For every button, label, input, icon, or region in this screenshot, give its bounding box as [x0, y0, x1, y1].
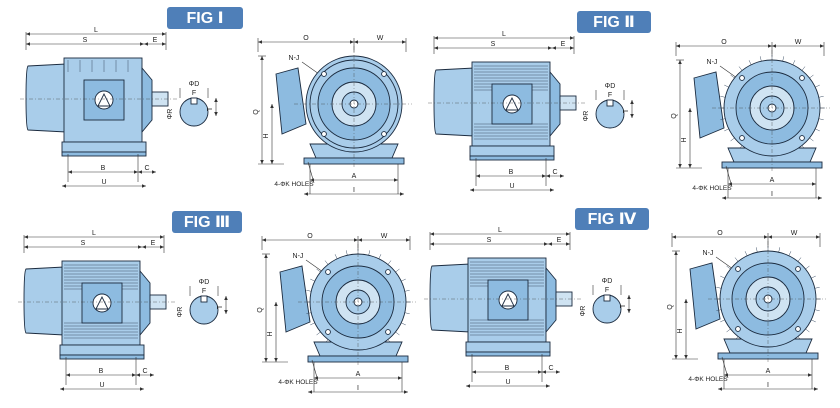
- fig3-dim-I: I: [357, 385, 359, 392]
- fig1-dim-NJ: N-J: [289, 55, 300, 62]
- fig3-holes-label: 4-ΦK HOLES: [278, 379, 318, 386]
- fig4-holes-label: 4-ΦK HOLES: [688, 376, 728, 383]
- fig4-dim-C: C: [548, 365, 553, 372]
- fig3-title-badge: FIG Ⅲ: [172, 211, 242, 233]
- fig1-dim-T: T: [207, 106, 214, 111]
- fig4-side-view: LS E B C U: [424, 227, 582, 388]
- fig1-title-badge: FIG Ⅰ: [167, 7, 243, 29]
- fig4-dim-E: E: [557, 237, 562, 244]
- fig2-dim-W: W: [795, 39, 802, 46]
- fig1-dim-H: H: [263, 133, 270, 138]
- fig3-dim-D: ΦD: [199, 279, 210, 286]
- fig3-dim-F: F: [202, 288, 206, 295]
- fig3-dim-C: C: [142, 368, 147, 375]
- fig2-dim-U: U: [509, 183, 514, 190]
- fig2-dim-D: ΦD: [605, 83, 616, 90]
- fig2-side-view: LS E B C U: [428, 31, 586, 192]
- fig4-dim-U: U: [505, 379, 510, 386]
- fig4-dim-B: B: [505, 365, 510, 372]
- fig4-dim-NJ: N-J: [703, 250, 714, 257]
- fig1-dim-D: ΦD: [189, 81, 200, 88]
- fig2-holes-label: 4-ΦK HOLES: [692, 185, 732, 192]
- fig2-dim-S: S: [491, 41, 496, 48]
- fig4-dim-F: F: [605, 287, 609, 294]
- fig4-title-badge: FIG Ⅳ: [575, 208, 649, 230]
- fig2-dim-H: H: [681, 137, 688, 142]
- fig2-dim-NJ: N-J: [707, 59, 718, 66]
- fig3-dim-L: L: [92, 230, 96, 237]
- fig3-dim-H: H: [267, 331, 274, 336]
- fig1-side-view: LS E B C U: [20, 27, 178, 188]
- fig1-dim-L: L: [94, 27, 98, 34]
- fig1-title: FIG Ⅰ: [186, 10, 223, 27]
- fig4-dim-W: W: [791, 230, 798, 237]
- fig2-front-view: O W N-J Q H AI 4-ΦK HOLES: [671, 39, 830, 200]
- fig4-dim-Q: Q: [667, 304, 674, 310]
- fig2-dim-E: E: [561, 41, 566, 48]
- fig1-holes-label: 4-ΦK HOLES: [274, 181, 314, 188]
- fig3-dim-B: B: [99, 368, 104, 375]
- fig2-dim-L: L: [502, 31, 506, 38]
- fig1-dim-S: S: [83, 37, 88, 44]
- fig4-dim-L: L: [498, 227, 502, 234]
- fig3-dim-E: E: [151, 240, 156, 247]
- fig3-front-view: O W N-J Q H AI 4-ΦK HOLES: [257, 233, 416, 394]
- fig3-dim-U: U: [99, 382, 104, 389]
- fig4-dim-D: ΦD: [602, 278, 613, 285]
- fig3-dim-W: W: [381, 233, 388, 240]
- fig3-shaft-detail: ΦD F T ΦR: [177, 279, 228, 325]
- fig3-dim-S: S: [81, 240, 86, 247]
- fig4-front-view: O W N-J Q H AI 4-ΦK HOLES: [667, 230, 826, 391]
- fig4-dim-H: H: [677, 328, 684, 333]
- fig2-dim-T: T: [623, 108, 630, 113]
- fig1-dim-F: F: [192, 90, 196, 97]
- fig1-dim-I: I: [353, 187, 355, 194]
- fig2-dim-A: A: [770, 177, 775, 184]
- fig4-dim-I: I: [767, 382, 769, 389]
- fig2-dim-O: O: [721, 39, 727, 46]
- fig1-dim-R: ΦR: [167, 109, 174, 120]
- fig3-dim-A: A: [356, 371, 361, 378]
- fig1-dim-U: U: [101, 179, 106, 186]
- fig1-front-view: O W N-J Q H AI 4-ΦK HOLES: [253, 35, 412, 196]
- fig4-dim-O: O: [717, 230, 723, 237]
- fig3-dim-R: ΦR: [177, 307, 184, 318]
- fig1-shaft-detail: ΦD F T ΦR: [167, 81, 218, 127]
- fig3-dim-T: T: [217, 304, 224, 309]
- fig2-shaft-detail: ΦD F T ΦR: [583, 83, 634, 129]
- fig2-dim-C: C: [552, 169, 557, 176]
- fig4-dim-A: A: [766, 368, 771, 375]
- fig4-shaft-detail: ΦD F T ΦR: [580, 278, 631, 324]
- fig1-dim-W: W: [377, 35, 384, 42]
- fig1-dim-C: C: [144, 165, 149, 172]
- fig2-dim-I: I: [771, 191, 773, 198]
- fig3-dim-NJ: N-J: [293, 253, 304, 260]
- fig2-dim-F: F: [608, 92, 612, 99]
- fig1-dim-O: O: [303, 35, 309, 42]
- fig3-dim-Q: Q: [257, 307, 264, 313]
- fig3-side-view: LS E B C U: [18, 230, 176, 391]
- fig3-title: FIG Ⅲ: [184, 214, 230, 231]
- fig1-dim-E: E: [153, 37, 158, 44]
- fig4-dim-S: S: [487, 237, 492, 244]
- fig1-dim-B: B: [101, 165, 106, 172]
- fig3-dim-O: O: [307, 233, 313, 240]
- fig2-dim-B: B: [509, 169, 514, 176]
- fig4-dim-R: ΦR: [580, 306, 587, 317]
- fig2-dim-R: ΦR: [583, 111, 590, 122]
- fig1-dim-A: A: [352, 173, 357, 180]
- fig4-dim-T: T: [620, 303, 627, 308]
- fig2-title: FIG Ⅱ: [593, 14, 635, 31]
- fig1-dim-Q: Q: [253, 109, 260, 115]
- fig2-dim-Q: Q: [671, 113, 678, 119]
- fig4-title: FIG Ⅳ: [588, 211, 637, 228]
- fig2-title-badge: FIG Ⅱ: [577, 11, 651, 33]
